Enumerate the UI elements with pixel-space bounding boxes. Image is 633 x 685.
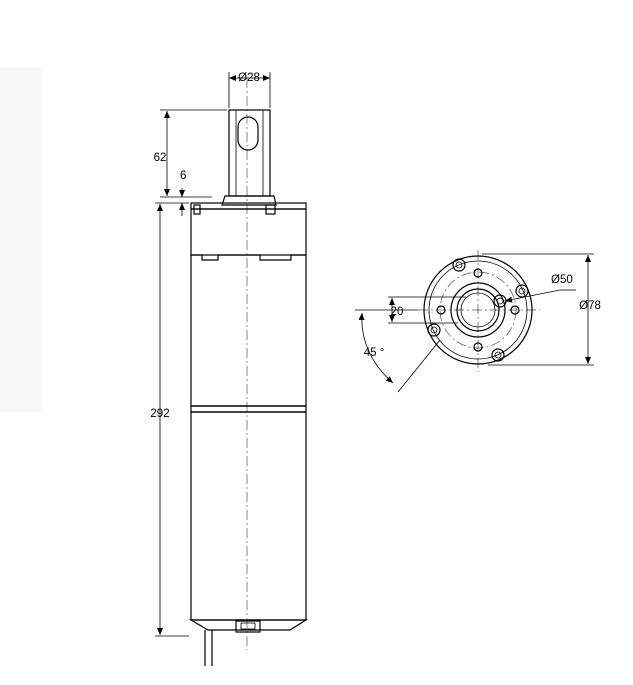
flange-outer: [423, 255, 533, 365]
bolt-top-right: [515, 284, 529, 298]
shaft-diameter-label: Ø28: [238, 72, 260, 84]
side-dimensions: Ø28 62 6 292: [150, 72, 271, 637]
flange-diameter-label: Ø78: [579, 300, 601, 312]
bolt-top-left: [452, 258, 466, 272]
shaft-length-label: 62: [154, 152, 167, 164]
angle-arc: [358, 312, 394, 384]
shaft-collar: [221, 195, 277, 206]
mount-hole-bottom: [473, 342, 483, 352]
output-shaft: [228, 109, 271, 197]
motor-end-cap: [188, 619, 309, 631]
bolt-bottom-right: [491, 348, 505, 362]
bolt-inner: [493, 294, 507, 308]
side-view: [188, 78, 309, 666]
motor-body: [190, 254, 307, 621]
bolt-circle: [439, 271, 517, 349]
flange-plate: [190, 202, 307, 210]
bolt-bottom-left: [427, 323, 441, 337]
bore-outer: [450, 282, 506, 338]
mount-hole-left: [436, 305, 446, 315]
power-cable: [204, 630, 213, 666]
background-panel: [0, 67, 42, 412]
front-dimensions: Ø78 Ø50 20 45 °: [355, 253, 601, 393]
shaft-offset-label: 20: [391, 306, 404, 318]
gearbox-housing: [190, 208, 307, 261]
flange-thickness-label: 6: [180, 170, 186, 182]
bore-diameter-label: Ø50: [551, 274, 573, 286]
body-length-label: 292: [150, 408, 169, 420]
front-view: [418, 250, 540, 372]
shaft-key-slot: [237, 116, 259, 151]
hole-angle-label: 45 °: [364, 347, 385, 359]
mount-hole-right: [510, 305, 520, 315]
mount-hole-top: [473, 268, 483, 278]
bore-inner: [456, 288, 500, 332]
cable-gland: [235, 620, 261, 633]
